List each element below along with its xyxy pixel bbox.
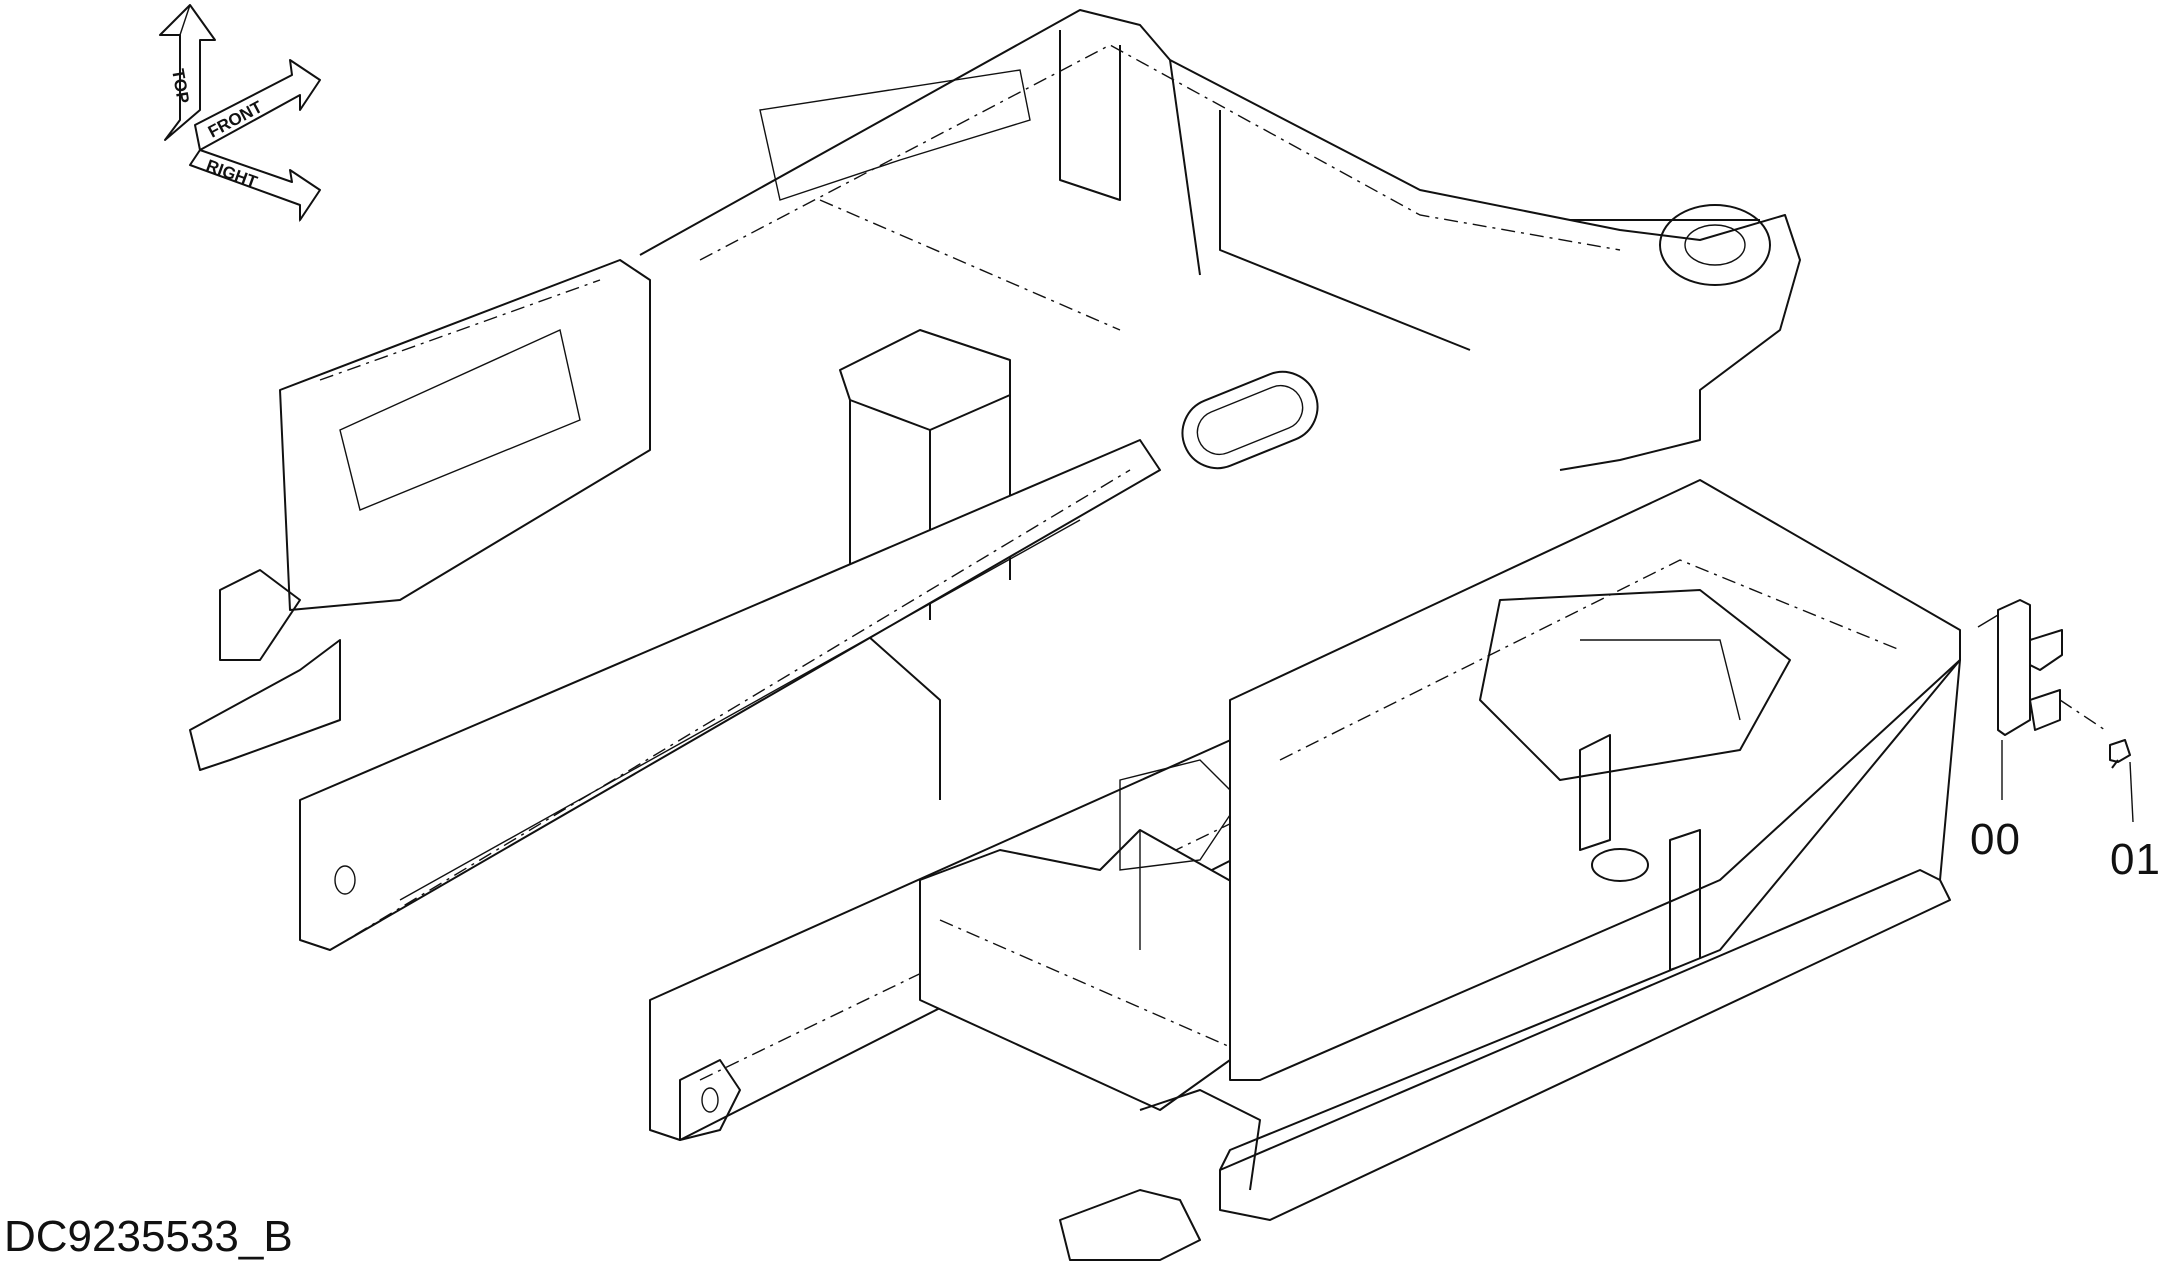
callout-00-label: 00 xyxy=(1970,815,2021,864)
callout-01-label: 01 xyxy=(2110,835,2159,884)
document-id: DC9235533_B xyxy=(4,1212,293,1261)
main-frame-assembly xyxy=(189,9,2134,1261)
orientation-indicator: TOP FRONT RIGHT xyxy=(159,4,321,223)
